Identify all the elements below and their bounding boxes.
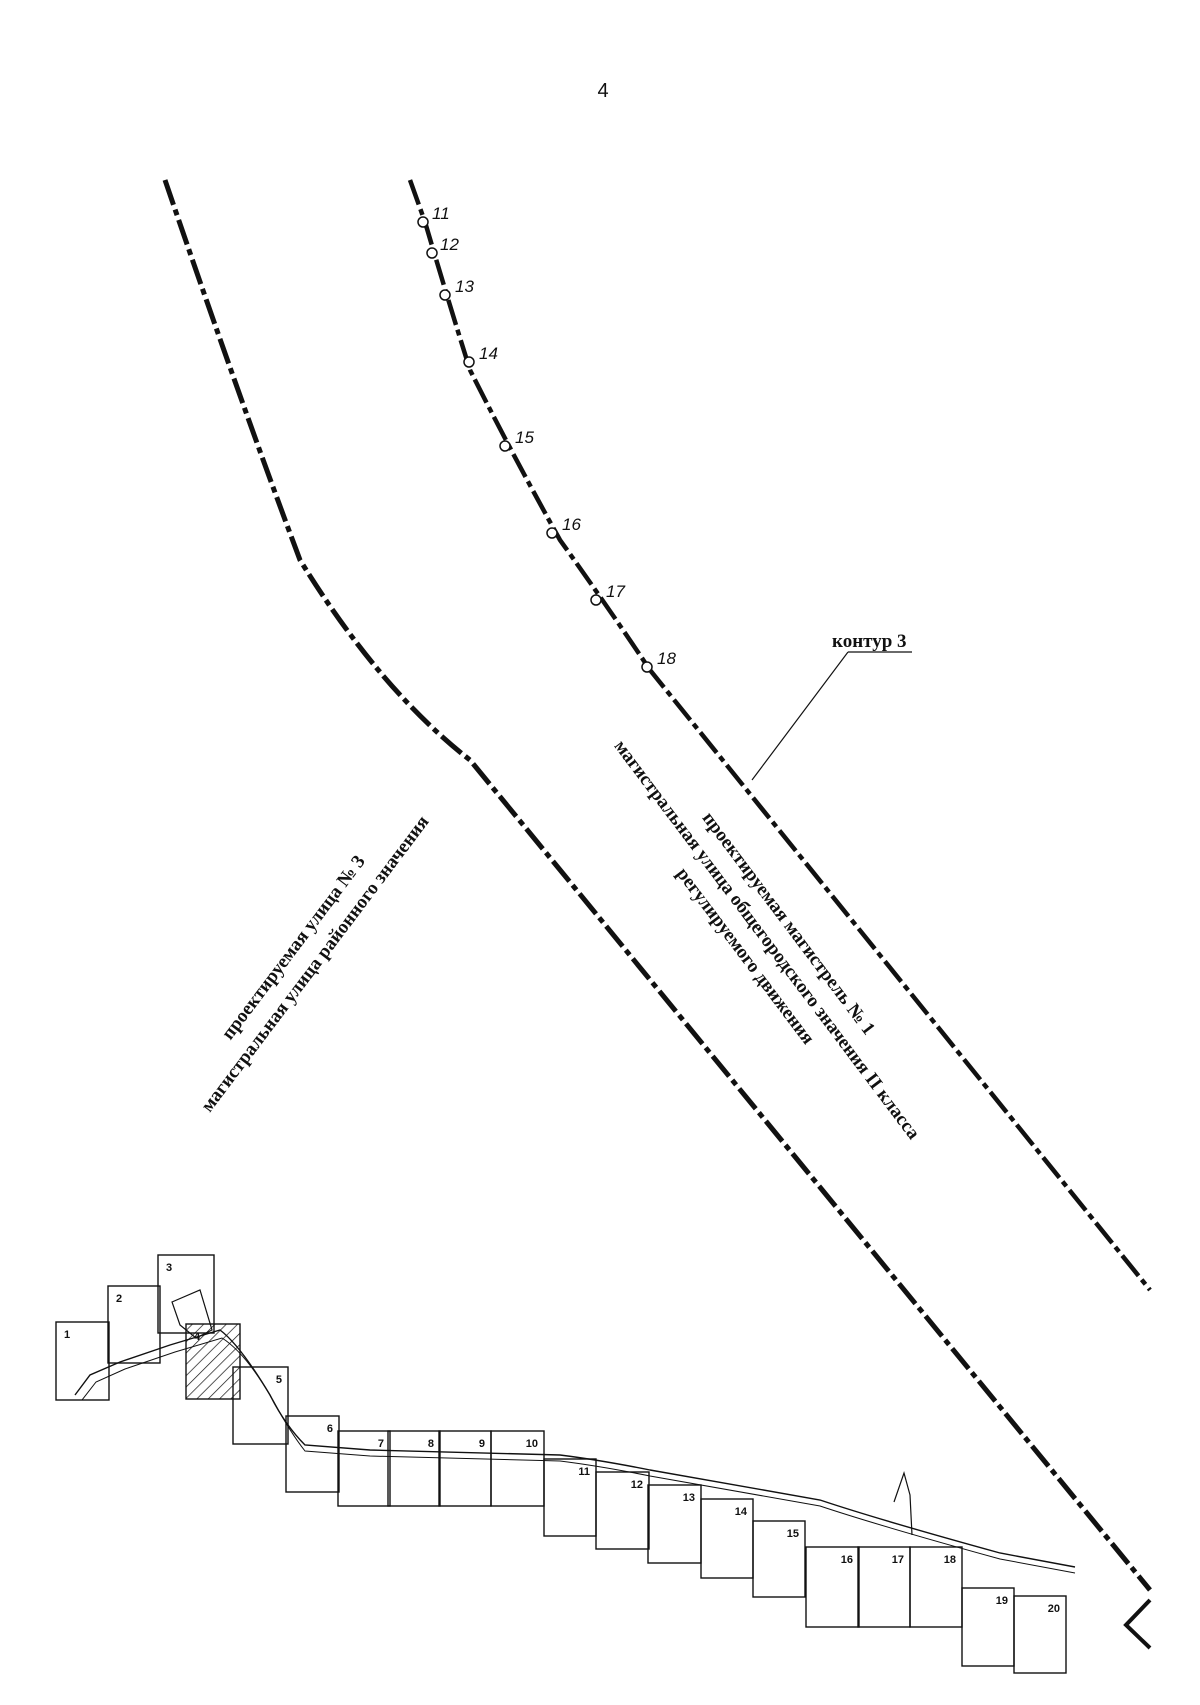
sheet-number: 18 — [944, 1554, 956, 1566]
sheet-18: 18 — [909, 1546, 963, 1628]
sheet-frame — [1013, 1595, 1067, 1674]
left-boundary-line — [162, 179, 1152, 1592]
survey-point-16: 16 — [546, 515, 581, 539]
contour-3-line — [407, 179, 1152, 1292]
sheet-7: 7 — [337, 1430, 391, 1507]
sheet-number: 15 — [787, 1528, 799, 1540]
highway-1-class: магистральная улица общегородского значе… — [610, 736, 924, 1144]
sheet-20: 20 — [1013, 1595, 1067, 1674]
sheet-number: 17 — [892, 1554, 904, 1566]
street-3-class: магистральная улица районного значения — [197, 812, 433, 1116]
sheet-16: 16 — [805, 1546, 860, 1628]
sheet-6: 6 — [285, 1415, 340, 1493]
sheet-number: 19 — [996, 1595, 1008, 1607]
sheet-number: 20 — [1048, 1603, 1060, 1615]
sheet-14: 14 — [700, 1498, 754, 1579]
sheet-number: 9 — [479, 1438, 485, 1450]
survey-point-label: 13 — [455, 277, 474, 296]
survey-point-17: 17 — [590, 582, 625, 606]
survey-point-label: 14 — [479, 344, 498, 363]
sheet-frame — [337, 1430, 391, 1507]
sheet-number: 2 — [116, 1293, 122, 1305]
sheet-number: 7 — [378, 1438, 384, 1450]
corner-mark — [1123, 1598, 1152, 1650]
sheet-15: 15 — [752, 1520, 806, 1598]
sheet-number: 12 — [631, 1479, 643, 1491]
survey-point-label: 18 — [657, 649, 676, 668]
sheet-10: 10 — [490, 1430, 545, 1507]
sheet-13: 13 — [647, 1484, 702, 1564]
sheet-number: 13 — [683, 1492, 695, 1504]
sheet-11: 11 — [543, 1458, 597, 1537]
sheet-number: 16 — [841, 1554, 853, 1566]
street-3-title: проектируемая улица № 3 — [218, 852, 370, 1044]
sheet-number: 8 — [428, 1438, 434, 1450]
sheet-frame — [595, 1471, 650, 1550]
sheet-8: 8 — [387, 1430, 441, 1507]
survey-point-14: 14 — [463, 344, 498, 368]
survey-point-12: 12 — [426, 235, 459, 259]
sheet-frame — [107, 1285, 161, 1364]
sheet-12: 12 — [595, 1471, 650, 1550]
survey-point-label: 12 — [440, 235, 459, 254]
sheet-frame — [752, 1520, 806, 1598]
survey-point-label: 16 — [562, 515, 581, 534]
sheet-number: 5 — [276, 1374, 282, 1386]
sheet-number: 6 — [327, 1423, 333, 1435]
survey-point-18: 18 — [641, 649, 676, 673]
sheet-frame — [387, 1430, 441, 1507]
route-path-parallel — [81, 1337, 1076, 1574]
sheet-4: 4 — [185, 1323, 241, 1400]
street-3-label: проектируемая улица № 3 магистральная ул… — [197, 812, 433, 1116]
survey-point-label: 15 — [515, 428, 534, 447]
sheet-3: 3 — [157, 1254, 215, 1334]
sheet-5: 5 — [232, 1366, 289, 1445]
survey-points: 11 12 13 14 15 16 17 18 — [417, 204, 676, 673]
sheet-17: 17 — [857, 1546, 911, 1628]
survey-point-15: 15 — [499, 428, 534, 452]
sheet-number: 3 — [166, 1262, 172, 1274]
sheet-frame — [805, 1546, 860, 1628]
survey-point-label: 17 — [606, 582, 625, 601]
sheet-frame — [909, 1546, 963, 1628]
survey-point-11: 11 — [417, 204, 450, 228]
contour-leader-line — [751, 651, 849, 781]
sheet-17-outline-feature — [893, 1470, 913, 1536]
page-number: 4 — [597, 80, 609, 102]
sheet-number: 14 — [735, 1506, 748, 1518]
sheet-number: 11 — [578, 1466, 590, 1478]
sheet-1: 1 — [55, 1321, 110, 1401]
sheet-2: 2 — [107, 1285, 161, 1364]
highway-1-regulation: регулируемого движения — [672, 864, 818, 1049]
sheet-3-outline-feature — [171, 1289, 213, 1339]
sheet-number: 10 — [526, 1438, 538, 1450]
sheet-9: 9 — [438, 1430, 492, 1507]
survey-point-label: 11 — [432, 204, 450, 223]
highway-1-label: проектируемая магистрель № 1 магистральн… — [610, 736, 924, 1144]
survey-point-13: 13 — [439, 277, 474, 301]
contour-label: контур 3 — [832, 631, 907, 652]
sheet-number: 1 — [64, 1329, 70, 1341]
sheet-19: 19 — [961, 1587, 1015, 1667]
route-path — [74, 1329, 1076, 1568]
sheet-frame — [232, 1366, 289, 1445]
